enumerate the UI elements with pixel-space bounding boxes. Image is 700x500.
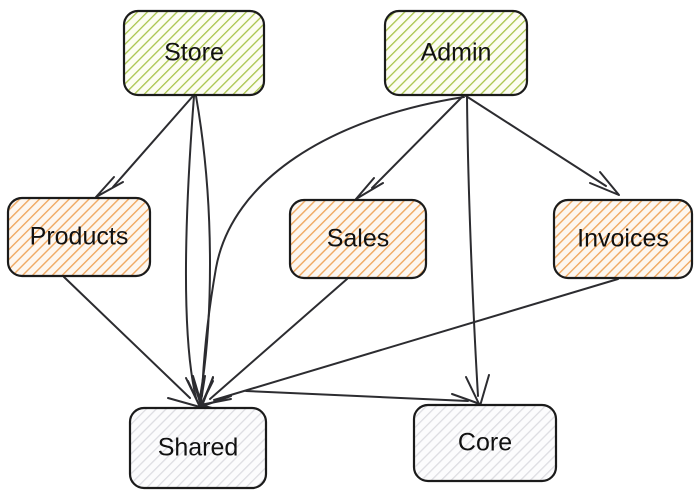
edge-admin-sales — [355, 95, 464, 200]
edge-store-products — [95, 95, 194, 198]
node-invoices-shape[interactable] — [552, 198, 694, 280]
edge-sales-shared — [199, 278, 348, 408]
node-admin[interactable]: Admin — [383, 9, 529, 97]
node-sales-shape[interactable] — [288, 198, 428, 280]
node-products[interactable]: Products — [6, 196, 152, 278]
node-invoices-label: Invoices — [577, 225, 669, 253]
node-products-shape[interactable] — [6, 196, 152, 278]
node-shared[interactable]: Shared — [128, 406, 268, 490]
node-core-label: Core — [458, 429, 512, 457]
node-layer: Store Admin Products Sales Invoices Shar — [6, 9, 694, 490]
node-core-shape[interactable] — [412, 403, 558, 483]
node-products-label: Products — [30, 223, 129, 251]
node-store[interactable]: Store — [122, 9, 266, 97]
node-sales[interactable]: Sales — [288, 198, 428, 280]
node-store-label: Store — [164, 39, 224, 67]
node-invoices[interactable]: Invoices — [552, 198, 694, 280]
node-shared-shape[interactable] — [128, 406, 268, 490]
node-admin-shape[interactable] — [383, 9, 529, 97]
edge-layer — [63, 95, 620, 413]
edge-products-shared — [63, 276, 201, 408]
node-shared-label: Shared — [158, 434, 239, 462]
node-store-shape[interactable] — [122, 9, 266, 97]
edge-admin-core — [465, 96, 490, 407]
edge-store-shared-b — [191, 95, 214, 407]
node-sales-label: Sales — [327, 225, 390, 253]
node-admin-label: Admin — [421, 39, 492, 67]
edge-admin-invoices — [465, 95, 620, 196]
node-core[interactable]: Core — [412, 403, 558, 483]
